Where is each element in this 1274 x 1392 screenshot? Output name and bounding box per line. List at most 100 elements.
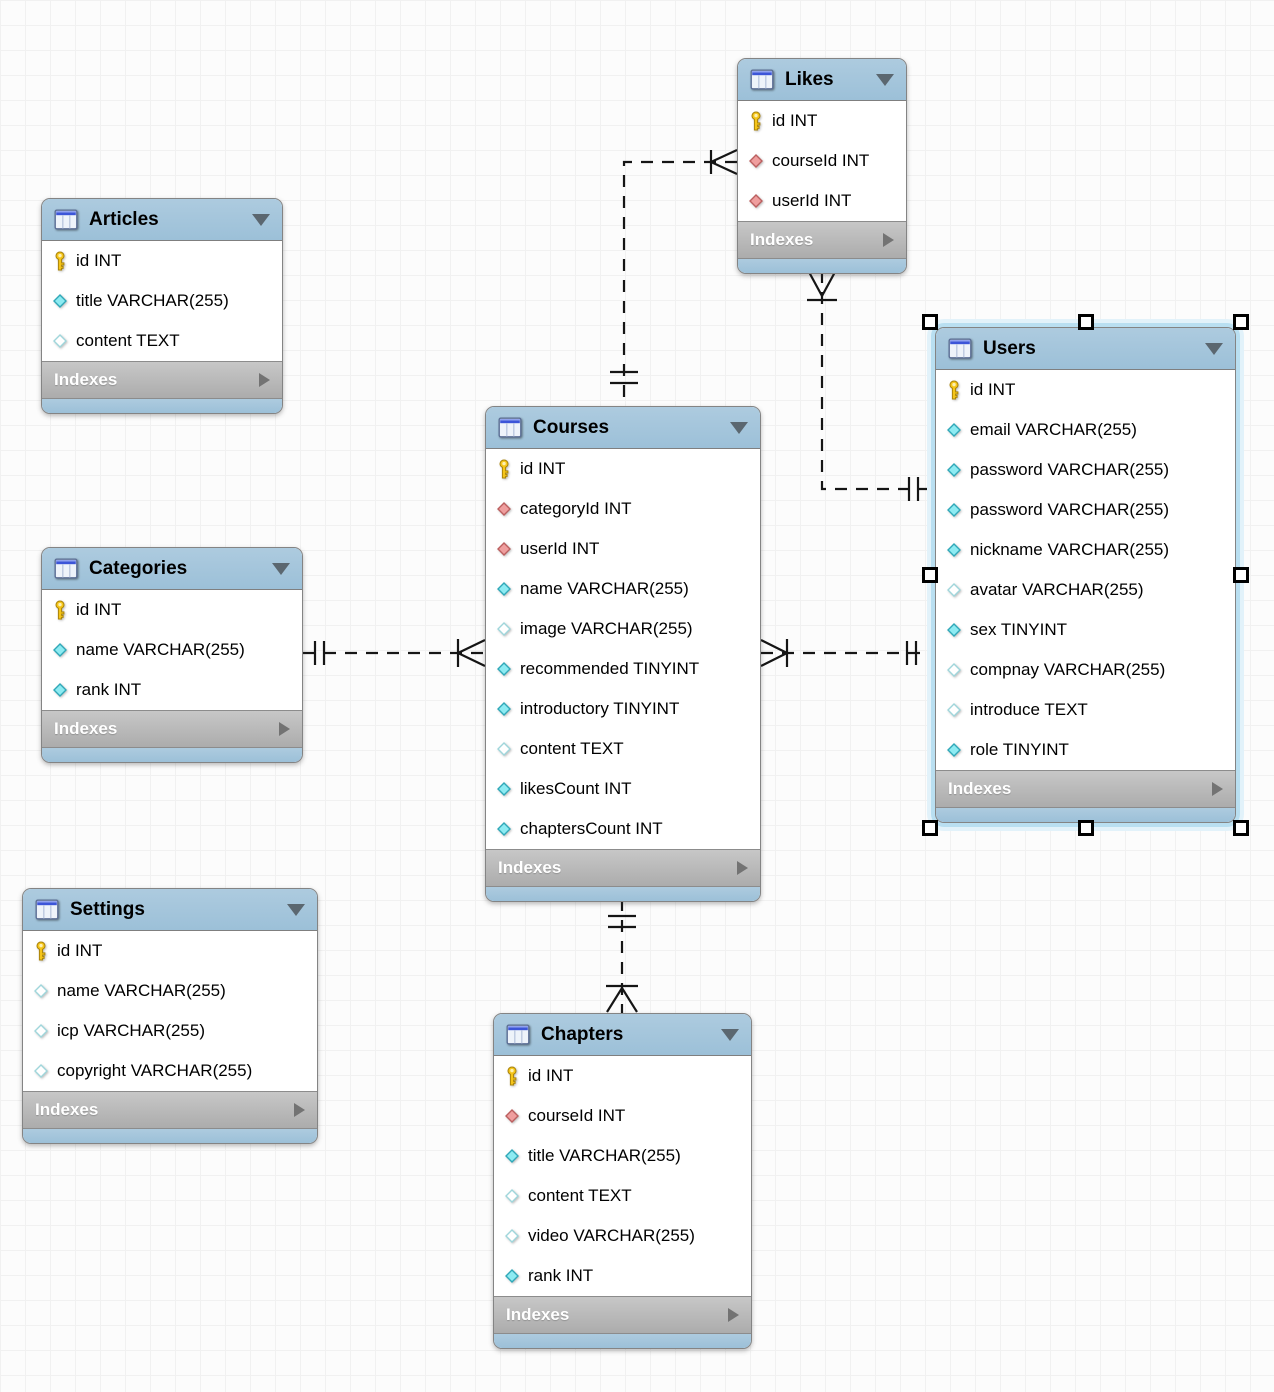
table-header[interactable]: Categories: [42, 548, 302, 590]
indexes-section[interactable]: Indexes: [738, 221, 906, 258]
table-header[interactable]: Courses: [486, 407, 760, 449]
column-row[interactable]: title VARCHAR(255): [494, 1136, 751, 1176]
selection-handle[interactable]: [1233, 820, 1249, 836]
selection-handle[interactable]: [1077, 314, 1094, 330]
column-notnull-icon: [496, 822, 512, 836]
column-row[interactable]: video VARCHAR(255): [494, 1216, 751, 1256]
column-row[interactable]: userId INT: [486, 529, 760, 569]
collapse-arrow-icon[interactable]: [1205, 342, 1223, 355]
expand-indexes-icon[interactable]: [737, 861, 748, 875]
column-row[interactable]: id INT: [494, 1056, 751, 1096]
collapse-arrow-icon[interactable]: [272, 562, 290, 575]
column-row[interactable]: courseId INT: [494, 1096, 751, 1136]
column-row[interactable]: categoryId INT: [486, 489, 760, 529]
column-row[interactable]: icp VARCHAR(255): [23, 1011, 317, 1051]
column-row[interactable]: password VARCHAR(255): [936, 490, 1235, 530]
column-row[interactable]: rank INT: [42, 670, 302, 710]
table-header[interactable]: Likes: [738, 59, 906, 101]
table-header[interactable]: Articles: [42, 199, 282, 241]
indexes-section[interactable]: Indexes: [494, 1296, 751, 1333]
table-title: Articles: [89, 208, 159, 230]
column-row[interactable]: recommended TINYINT: [486, 649, 760, 689]
column-row[interactable]: name VARCHAR(255): [42, 630, 302, 670]
column-row[interactable]: image VARCHAR(255): [486, 609, 760, 649]
selection-handle[interactable]: [922, 567, 938, 583]
indexes-section[interactable]: Indexes: [42, 710, 302, 747]
column-row[interactable]: courseId INT: [738, 141, 906, 181]
column-row[interactable]: content TEXT: [494, 1176, 751, 1216]
column-row[interactable]: password VARCHAR(255): [936, 450, 1235, 490]
collapse-arrow-icon[interactable]: [252, 213, 270, 226]
table-header[interactable]: Users: [936, 328, 1235, 370]
column-row[interactable]: email VARCHAR(255): [936, 410, 1235, 450]
column-row[interactable]: role TINYINT: [936, 730, 1235, 770]
column-row[interactable]: content TEXT: [486, 729, 760, 769]
indexes-section[interactable]: Indexes: [936, 770, 1235, 807]
column-row[interactable]: nickname VARCHAR(255): [936, 530, 1235, 570]
column-row[interactable]: rank INT: [494, 1256, 751, 1296]
column-row[interactable]: title VARCHAR(255): [42, 281, 282, 321]
primary-key-icon: [748, 111, 764, 131]
column-row[interactable]: chaptersCount INT: [486, 809, 760, 849]
collapse-arrow-icon[interactable]: [287, 903, 305, 916]
expand-indexes-icon[interactable]: [728, 1308, 739, 1322]
expand-indexes-icon[interactable]: [259, 373, 270, 387]
column-row[interactable]: likesCount INT: [486, 769, 760, 809]
selection-handle[interactable]: [1233, 314, 1249, 330]
column-row[interactable]: id INT: [738, 101, 906, 141]
indexes-label: Indexes: [750, 230, 814, 249]
column-row[interactable]: avatar VARCHAR(255): [936, 570, 1235, 610]
column-row[interactable]: id INT: [486, 449, 760, 489]
expand-indexes-icon[interactable]: [294, 1103, 305, 1117]
collapse-arrow-icon[interactable]: [721, 1028, 739, 1041]
column-definition: name VARCHAR(255): [57, 981, 226, 1000]
relationship-likes-courses[interactable]: [622, 160, 737, 406]
expand-indexes-icon[interactable]: [1212, 782, 1223, 796]
table-header[interactable]: Settings: [23, 889, 317, 931]
collapse-arrow-icon[interactable]: [876, 73, 894, 86]
column-row[interactable]: id INT: [23, 931, 317, 971]
column-row[interactable]: introduce TEXT: [936, 690, 1235, 730]
expand-indexes-icon[interactable]: [883, 233, 894, 247]
table-header[interactable]: Chapters: [494, 1014, 751, 1056]
indexes-section[interactable]: Indexes: [23, 1091, 317, 1128]
column-row[interactable]: id INT: [42, 590, 302, 630]
column-row[interactable]: id INT: [42, 241, 282, 281]
primary-key-icon: [33, 941, 49, 961]
collapse-arrow-icon[interactable]: [730, 421, 748, 434]
relationship-likes-users[interactable]: [820, 271, 935, 491]
indexes-section[interactable]: Indexes: [42, 361, 282, 398]
column-row[interactable]: content TEXT: [42, 321, 282, 361]
selection-handle[interactable]: [922, 820, 938, 836]
column-row[interactable]: compnay VARCHAR(255): [936, 650, 1235, 690]
selection-handle[interactable]: [922, 314, 938, 330]
indexes-section[interactable]: Indexes: [486, 849, 760, 886]
expand-indexes-icon[interactable]: [279, 722, 290, 736]
column-nullable-icon: [33, 984, 49, 998]
column-row[interactable]: userId INT: [738, 181, 906, 221]
column-definition: name VARCHAR(255): [520, 579, 689, 598]
column-row[interactable]: name VARCHAR(255): [486, 569, 760, 609]
column-row[interactable]: copyright VARCHAR(255): [23, 1051, 317, 1091]
selection-handle[interactable]: [1077, 820, 1094, 836]
selection-handle[interactable]: [1233, 567, 1249, 583]
column-row[interactable]: introductory TINYINT: [486, 689, 760, 729]
column-row[interactable]: id INT: [936, 370, 1235, 410]
column-row[interactable]: sex TINYINT: [936, 610, 1235, 650]
column-row[interactable]: name VARCHAR(255): [23, 971, 317, 1011]
